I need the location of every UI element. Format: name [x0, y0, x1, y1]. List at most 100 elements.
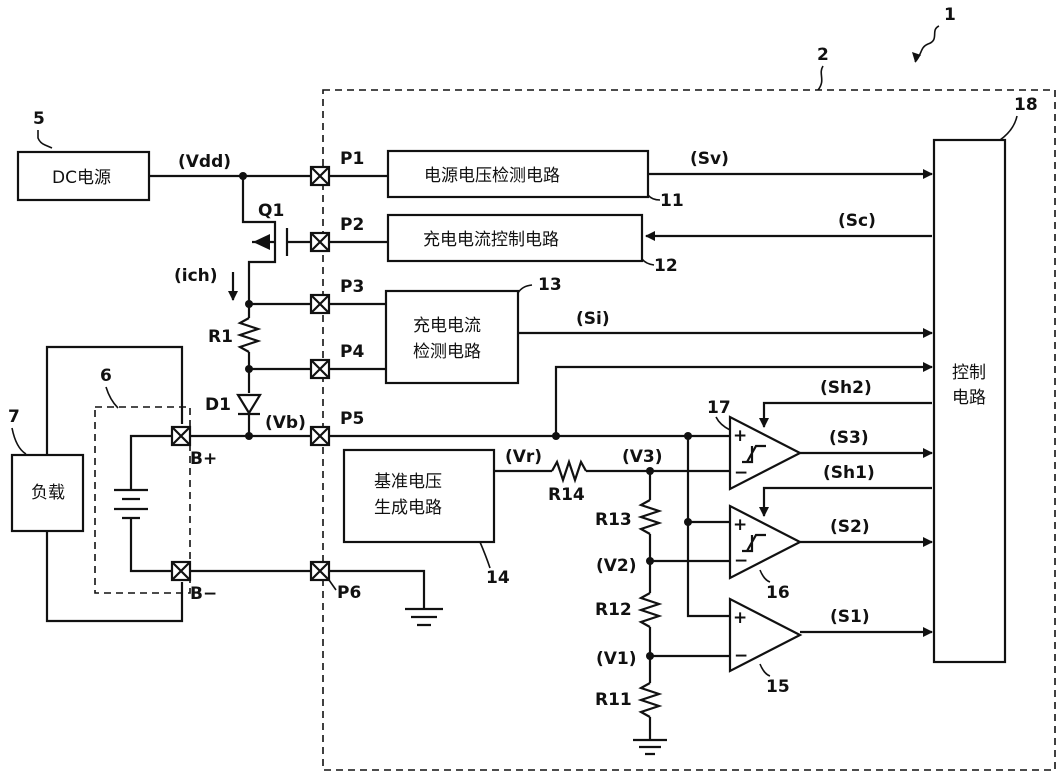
pin-p1 — [309, 165, 331, 187]
r13-label: R13 — [595, 510, 632, 530]
load-label: 负载 — [31, 483, 65, 503]
v1-label: (V1) — [596, 649, 637, 669]
block13-line1: 充电电流 — [413, 316, 481, 336]
comp15-minus: − — [734, 646, 748, 666]
comparator-17 — [728, 415, 803, 491]
battery-pack — [94, 406, 191, 594]
vdd-label: (Vdd) — [178, 152, 231, 172]
load-leader — [11, 427, 27, 455]
comp17-minus: − — [734, 463, 748, 483]
pin-p2 — [309, 231, 331, 253]
dc-source-label: DC电源 — [52, 168, 111, 188]
r1-resistor — [236, 317, 262, 353]
terminal-b-plus — [170, 425, 192, 447]
vb-label: (Vb) — [265, 413, 306, 433]
block18-box — [932, 138, 1007, 664]
comp17-hysteresis — [742, 444, 766, 464]
load-number: 7 — [8, 407, 20, 427]
comparator-15 — [728, 597, 803, 673]
load-wire-bottom — [45, 531, 184, 623]
v3-label: (V3) — [622, 447, 663, 467]
pin-p6 — [309, 560, 331, 582]
block12-box — [386, 213, 644, 263]
leader-2 — [817, 65, 824, 91]
dc-source-leader — [37, 130, 53, 149]
battery-cell — [114, 488, 148, 520]
s3-label: (S3) — [829, 428, 869, 448]
leader-1-arrow — [912, 52, 921, 62]
p1-label: P1 — [340, 149, 364, 169]
comp17-plus: + — [733, 426, 747, 446]
block12-label: 充电电流控制电路 — [423, 230, 559, 250]
q1-gate — [285, 228, 310, 256]
vb-to-control — [554, 362, 933, 436]
block13-number: 13 — [538, 275, 562, 295]
si-label: (Si) — [576, 309, 610, 329]
comp16-hysteresis — [742, 533, 766, 553]
block14-line1: 基准电压 — [374, 472, 442, 492]
figure-ref-2: 2 — [817, 45, 829, 65]
block14-number: 14 — [486, 568, 510, 588]
sh2-arrow — [759, 401, 932, 428]
p3-label: P3 — [340, 277, 364, 297]
r11-resistor — [637, 682, 663, 718]
block18-line1: 控制 — [952, 363, 986, 383]
ground-p6 — [405, 607, 443, 627]
p2-label: P2 — [340, 215, 364, 235]
p6-label: P6 — [337, 583, 361, 603]
battery-wire — [129, 434, 182, 573]
block14-line2: 生成电路 — [374, 498, 442, 518]
v2-label: (V2) — [596, 556, 637, 576]
d1-label: D1 — [205, 395, 231, 415]
block11-leader — [647, 194, 661, 201]
p5-label: P5 — [340, 409, 364, 429]
comp15-leader — [759, 663, 771, 677]
block12-number: 12 — [654, 256, 678, 276]
pin-p3 — [309, 293, 331, 315]
r14-label: R14 — [548, 485, 585, 505]
comp16-leader — [759, 569, 771, 583]
block11-label: 电源电压检测电路 — [424, 166, 560, 186]
block13-line2: 检测电路 — [413, 342, 481, 362]
battery-number: 6 — [100, 366, 112, 386]
d1-diode — [236, 393, 262, 416]
comp16-plus: + — [733, 515, 747, 535]
p6-leader — [328, 579, 337, 591]
r13-resistor — [637, 499, 663, 535]
r11-label: R11 — [595, 690, 632, 710]
s1-label: (S1) — [830, 607, 870, 627]
vb-comp16-node — [684, 518, 692, 526]
r14-resistor — [551, 458, 587, 484]
sh1-label: (Sh1) — [823, 463, 875, 483]
battery-leader — [105, 386, 119, 409]
r12-label: R12 — [595, 600, 632, 620]
vr-label: (Vr) — [505, 447, 542, 467]
vb-down-bus — [686, 436, 730, 618]
load-box — [10, 453, 85, 533]
load-wire-top — [45, 345, 184, 455]
block14-leader — [479, 541, 491, 569]
block11-box — [386, 149, 650, 199]
block18-line2: 电路 — [952, 388, 986, 408]
sv-label: (Sv) — [690, 149, 729, 169]
sh2-label: (Sh2) — [820, 378, 872, 398]
pin-p4 — [309, 358, 331, 380]
figure-ref-1: 1 — [944, 5, 956, 25]
comp15-number: 15 — [766, 677, 790, 697]
comp15-plus: + — [733, 608, 747, 628]
comp17-number: 17 — [707, 398, 731, 418]
terminal-b-minus — [170, 560, 192, 582]
block14-box — [342, 448, 496, 544]
dc-source-number: 5 — [33, 109, 45, 129]
comp16-minus: − — [734, 551, 748, 571]
block18-leader — [999, 115, 1018, 141]
pin-p5 — [309, 425, 331, 447]
q1-label: Q1 — [258, 201, 284, 221]
dc-source-box — [16, 150, 151, 202]
ich-label: (ich) — [174, 266, 218, 286]
sc-label: (Sc) — [838, 211, 876, 231]
r1-label: R1 — [208, 327, 233, 347]
comp17-leader — [715, 416, 731, 431]
block13-leader — [517, 284, 533, 294]
